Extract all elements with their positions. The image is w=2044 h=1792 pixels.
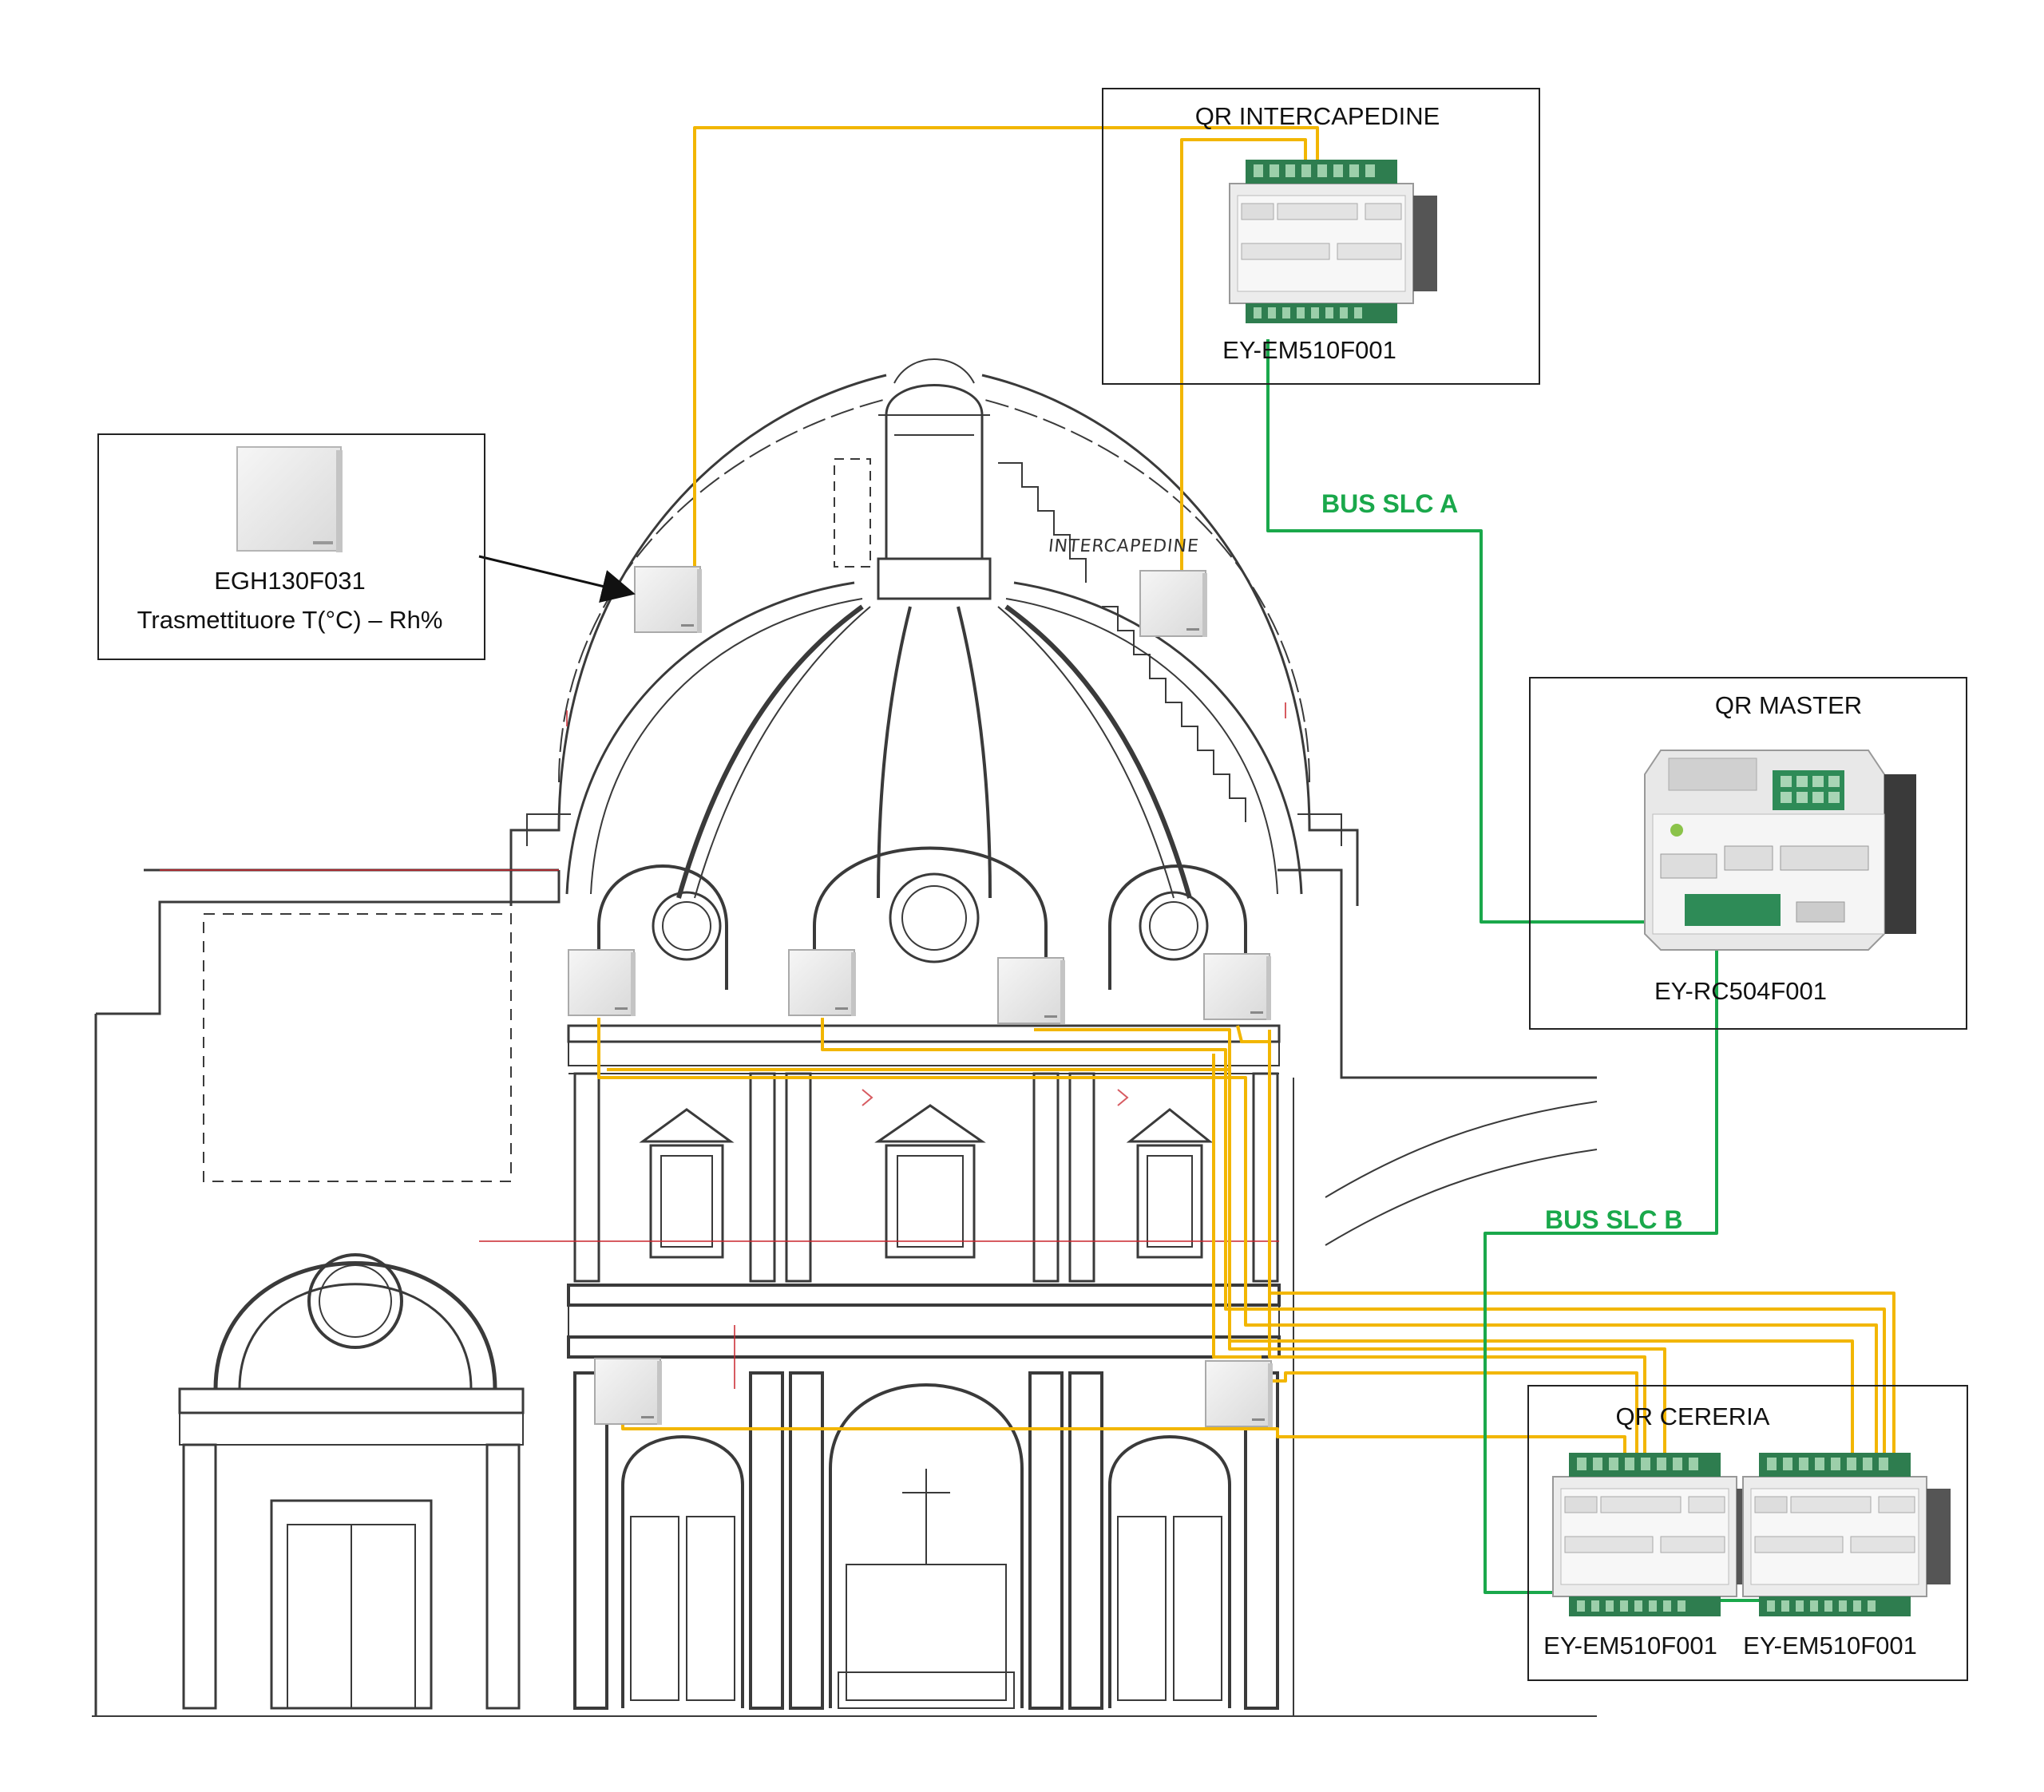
red-marks [160,702,1286,1389]
panel-intercapedine [1102,88,1540,385]
panel-cereria-module-label-2: EY-EM510F001 [1743,1632,1917,1659]
io-module-icon [1742,1453,1951,1616]
panel-cereria-title: QR CERERIA [1615,1402,1770,1430]
panel-cereria [1527,1385,1968,1681]
sensor-box-icon [568,949,636,1016]
church-elevation-drawing [92,358,1598,1717]
sensor-wire [1212,1054,1262,1359]
legend-model: EGH130F031 [214,567,366,595]
sensor-box-icon [1139,570,1207,637]
sensor-wire [597,1018,1878,1473]
sensor-wire [821,1018,1886,1473]
controller-icon [1644,750,1916,951]
io-module-icon [1552,1453,1761,1616]
bus-a-label: BUS SLC A [1321,489,1459,518]
sensor-wire [1262,1371,1638,1473]
panel-intercapedine-title: QR INTERCAPEDINE [1194,102,1440,130]
io-module-icon [1229,160,1437,323]
sensor-wire [621,1405,1626,1473]
panel-cereria-module-label-1: EY-EM510F001 [1543,1632,1717,1659]
panel-master-module-label: EY-RC504F001 [1654,977,1827,1005]
legend-description: Trasmettituore T(°C) – Rh% [137,606,443,634]
bus-slc-b-wire [1483,910,1778,1602]
panel-master [1529,677,1967,1030]
sensor-box-icon [997,957,1065,1024]
sensor-box-icon [788,949,856,1016]
sensor-box-icon [594,1358,662,1425]
sensor-wire [693,126,1319,571]
sensor-group [568,566,1273,1427]
sensor-wire [1268,1030,1646,1473]
panel-intercapedine-module-label: EY-EM510F001 [1222,336,1396,364]
intercapedine-drawing-label: INTERCAPEDINE [1047,536,1201,556]
legend-box [97,433,485,660]
sensor-box-icon [634,566,702,633]
sensor-wire [607,1068,1666,1473]
sensor-box-icon [1205,1360,1273,1427]
legend-sensor-icon [236,446,343,552]
sensor-wiring [597,126,1895,1473]
panel-master-title: QR MASTER [1714,691,1863,719]
legend-pointer-arrow [478,555,636,603]
sensor-box-icon [1203,953,1271,1020]
sensor-wire [1180,138,1307,571]
bus-b-label: BUS SLC B [1545,1205,1683,1234]
